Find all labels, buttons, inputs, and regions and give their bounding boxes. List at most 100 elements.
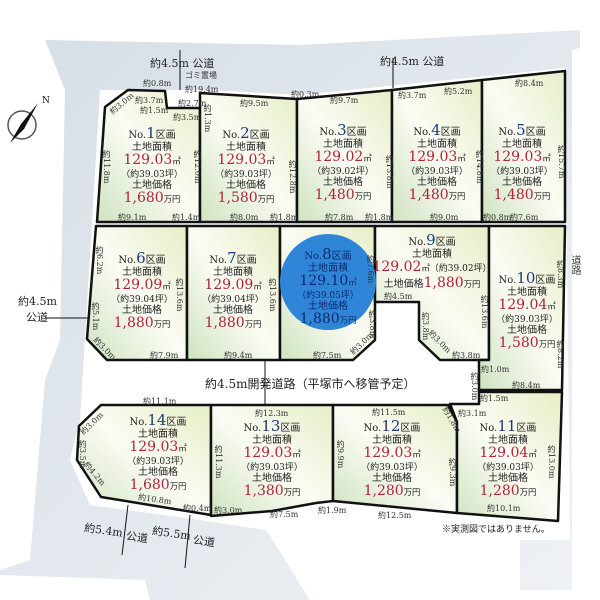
lot-tsubo: （約39.02坪） [429, 263, 492, 274]
dimension-label: 約0.3m [291, 90, 320, 99]
dimension-label: 約13.8m [385, 155, 394, 189]
lot-price: 1,880 [423, 274, 464, 291]
price-unit: 万円 [463, 278, 481, 289]
lot-area: 129.09 [113, 276, 163, 293]
road-width-left: 約4.5m [18, 295, 57, 308]
dimension-label: 約7.9m [150, 351, 179, 360]
section-label: 区画 [435, 237, 456, 248]
lot-number: No.8区画 [304, 245, 352, 263]
lot-area: 129.09 [204, 276, 254, 293]
lot-number: No.14区画 [129, 411, 187, 429]
dimension-label: 約3.0m [214, 506, 243, 515]
area-unit: ㎡ [178, 442, 187, 453]
dimension-label: 約12.0m [193, 150, 202, 184]
dimension-label: 約3.7m [398, 91, 427, 100]
dimension-label: 約3.7m [135, 96, 164, 105]
dimension-label: 約3.5m [173, 113, 202, 122]
lot-area: 129.10 [299, 272, 349, 289]
lot-tsubo: （約39.03坪） [406, 166, 468, 177]
area-unit: ㎡ [348, 276, 357, 287]
area-label: 土地面積 [487, 434, 528, 446]
price-unit: 万円 [244, 319, 262, 330]
lot-number-value: 14 [147, 411, 167, 429]
area-label: 土地面積 [121, 266, 162, 278]
area-unit: ㎡ [457, 152, 466, 163]
dimension-label: 約3.1m [458, 409, 487, 418]
lot-price: 1,680 [123, 190, 164, 207]
section-label: 区画 [145, 255, 166, 266]
lot-1-shape[interactable] [95, 88, 202, 224]
section-label: 区画 [346, 127, 367, 138]
dimension-label: 約4.5m [384, 292, 413, 301]
section-label: 区画 [516, 423, 537, 434]
road-label-right: 道路 [569, 255, 580, 275]
price-label: 土地価格 [322, 176, 363, 188]
area-unit: ㎡ [162, 280, 171, 291]
area-unit: ㎡ [253, 280, 262, 291]
dimension-label: 約1.5m [140, 106, 169, 115]
disclaimer-note: ※実測図ではありません。 [442, 525, 550, 535]
lot-number: No.10区画 [498, 269, 556, 287]
area-unit: ㎡ [363, 152, 372, 163]
dimension-label: 約9.7m [330, 96, 359, 105]
area-label: 土地面積 [137, 428, 178, 440]
dimension-label: 約14.8m [475, 150, 484, 184]
lot-number-value: 3 [337, 121, 347, 139]
north-arrow-icon: N [7, 96, 50, 143]
dimension-label: 約13.0m [547, 445, 556, 479]
garbage-station-label: ゴミ置場 [185, 71, 217, 80]
lot-10-shape[interactable] [477, 224, 567, 392]
price-label: 土地価格 [383, 278, 424, 290]
lot-number: No.2区画 [222, 124, 270, 142]
dimension-label: 約1.8m [270, 213, 299, 222]
lot-tsubo: （約39.03坪） [121, 169, 183, 180]
lot-area: 129.02 [372, 258, 422, 275]
dimension-label: 約15.7m [557, 145, 566, 179]
dimension-label: 約3.5m [78, 440, 87, 469]
section-label: 区画 [440, 127, 461, 138]
lot-tsubo: （約39.03坪） [241, 462, 303, 473]
price-label: 土地価格 [307, 300, 348, 312]
section-label: 区画 [280, 423, 301, 434]
price-label: 土地価格 [121, 304, 162, 316]
section-label: 区画 [331, 251, 352, 262]
area-label: 土地面積 [251, 434, 292, 446]
dimension-label: 約1.3m [203, 104, 212, 133]
price-unit: 万円 [448, 191, 466, 202]
dimension-label: 約19.4m [185, 85, 219, 94]
price-unit: 万円 [538, 339, 556, 350]
section-label: 区画 [535, 275, 556, 286]
dimension-label: 約1.5m [480, 394, 509, 403]
lot-price: 1,680 [129, 477, 170, 494]
lot-price: 1,880 [299, 311, 340, 328]
area-label: 土地面積 [416, 138, 457, 150]
dimension-label: 約8.0m [230, 213, 259, 222]
lot-price: 1,280 [363, 483, 404, 500]
price-label: 土地価格 [212, 304, 253, 316]
dimension-label: 約5.1m [91, 302, 100, 331]
price-unit: 万円 [519, 487, 537, 498]
lot-11-shape[interactable] [448, 390, 564, 523]
lot-number-value: 6 [136, 249, 146, 267]
lot-number-value: 5 [516, 121, 526, 139]
dimension-label: 約1.4m [172, 213, 201, 222]
lot-5-shape[interactable] [480, 69, 567, 224]
lot-number: No.5区画 [498, 121, 546, 139]
price-label: 土地価格 [137, 466, 178, 478]
dimension-label: 約3.8m [368, 310, 377, 339]
